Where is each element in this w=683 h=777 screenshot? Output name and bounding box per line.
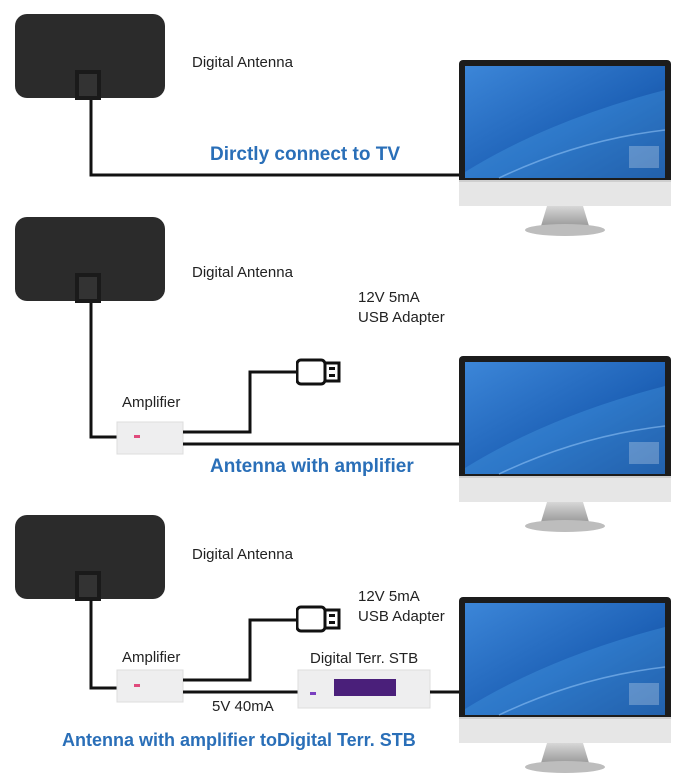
- panel-1: [15, 14, 671, 237]
- amplifier-label: Amplifier: [122, 394, 181, 411]
- power-label: 5V 40mA: [212, 698, 274, 715]
- antenna-label: Digital Antenna: [192, 54, 293, 71]
- caption-amplifier: Antenna with amplifier: [210, 456, 414, 477]
- antenna-label: Digital Antenna: [192, 546, 293, 563]
- usb-plug-icon: [296, 358, 341, 386]
- stb-led: [310, 692, 316, 695]
- adapter-label: 12V 5mA USB Adapter: [358, 587, 445, 627]
- adapter-spec: 12V 5mA: [358, 588, 420, 605]
- flat-antenna-icon: [15, 217, 165, 303]
- monitor-icon: [459, 60, 671, 237]
- panel-2: [15, 217, 671, 533]
- usb-cable: [183, 370, 298, 434]
- stb-label: Digital Terr. STB: [310, 650, 419, 667]
- adapter-spec: 12V 5mA: [358, 289, 420, 306]
- amplifier-box: [116, 421, 184, 455]
- adapter-type: USB Adapter: [358, 309, 445, 326]
- adapter-label: 12V 5mA USB Adapter: [358, 288, 445, 328]
- amplifier-label: Amplifier: [122, 649, 181, 666]
- adapter-type: USB Adapter: [358, 608, 445, 625]
- antenna-label: Digital Antenna: [192, 264, 293, 281]
- antenna-cable: [89, 303, 118, 439]
- usb-cable: [183, 618, 298, 682]
- amplifier-led: [134, 684, 140, 687]
- caption-stb: Antenna with amplifier toDigital Terr. S…: [62, 730, 416, 750]
- flat-antenna-icon: [15, 14, 165, 100]
- monitor-icon: [459, 597, 671, 774]
- amplifier-led: [134, 435, 140, 438]
- tv-cable: [89, 100, 462, 177]
- panel-3: [15, 515, 671, 774]
- monitor-icon: [459, 356, 671, 533]
- stb-display: [334, 679, 396, 696]
- usb-plug-icon: [296, 605, 341, 633]
- caption-direct: Dirctly connect to TV: [210, 144, 401, 165]
- flat-antenna-icon: [15, 515, 165, 601]
- amplifier-box: [116, 669, 184, 703]
- antenna-cable: [89, 600, 118, 690]
